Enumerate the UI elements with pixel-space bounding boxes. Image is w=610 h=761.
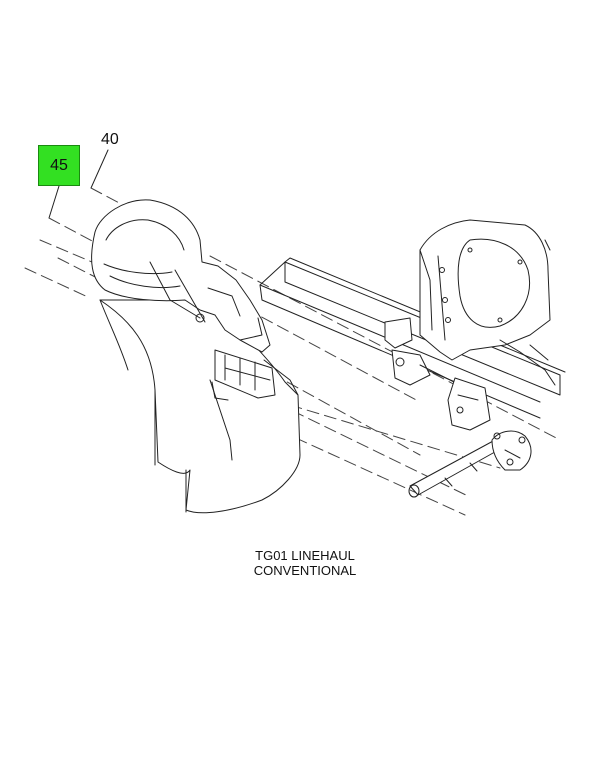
callout-45[interactable]: 45: [38, 145, 80, 186]
callout-45-label: 45: [50, 157, 68, 174]
diagram-caption: TG01 LINEHAUL CONVENTIONAL: [180, 548, 430, 578]
fender-shield: [99, 299, 301, 514]
callout-40[interactable]: 40: [101, 131, 119, 148]
leader-line-45: [48, 185, 60, 219]
pin-assembly: [408, 430, 532, 498]
cab-mount-bracket: [384, 219, 556, 431]
caption-line-2: CONVENTIONAL: [253, 563, 357, 578]
leader-line-40: [90, 149, 109, 189]
front-bracket: [91, 199, 276, 401]
caption-line-1: TG01 LINEHAUL: [255, 548, 355, 563]
